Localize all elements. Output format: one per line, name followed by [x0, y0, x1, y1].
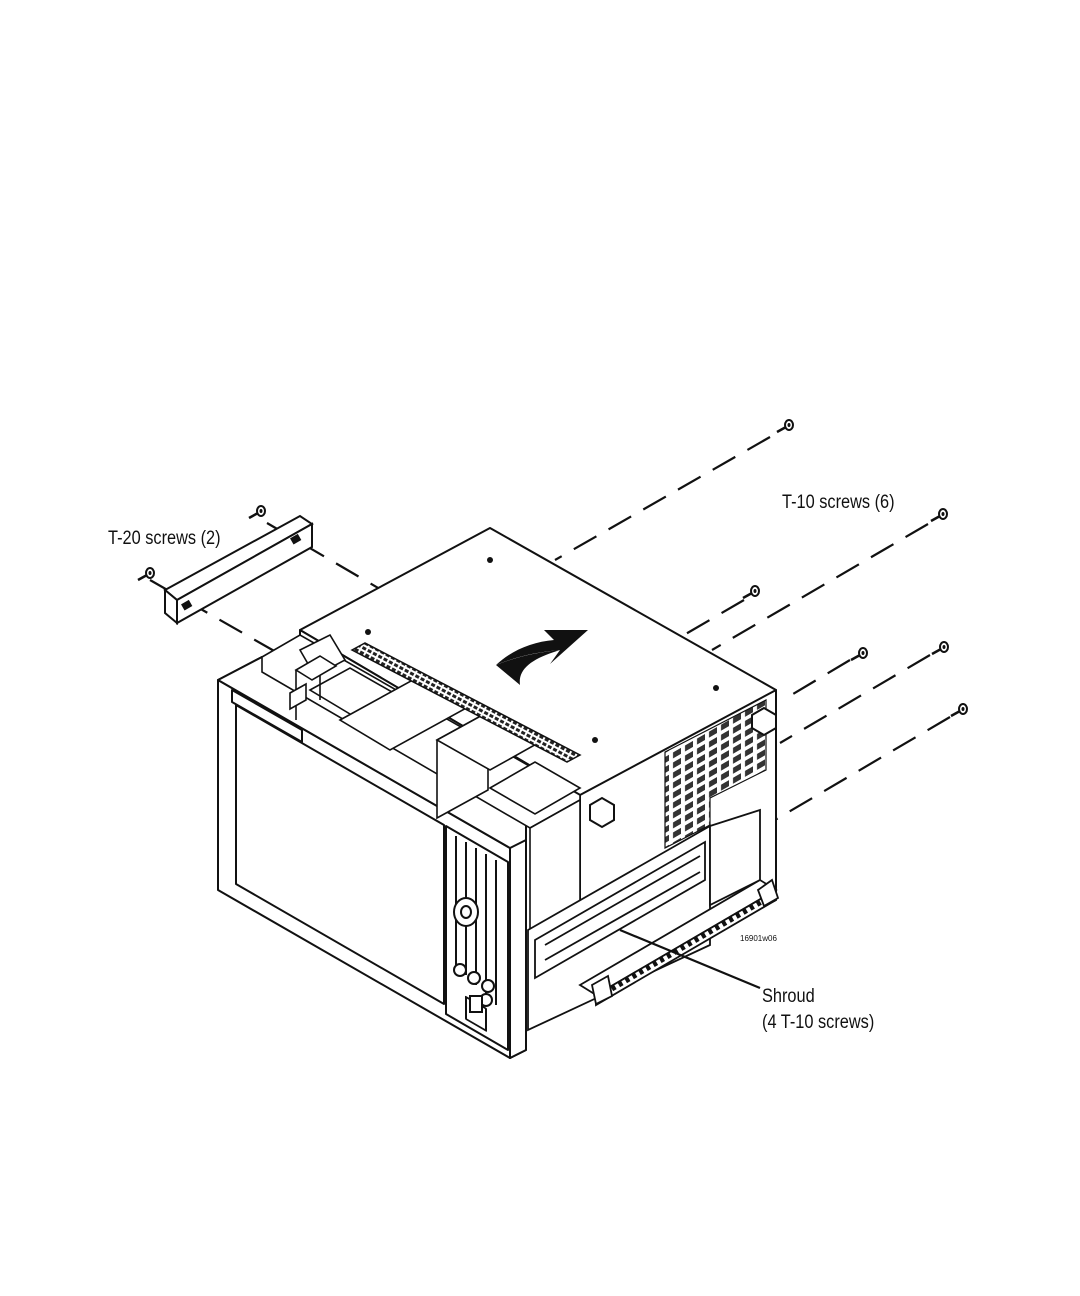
- screw-icon: [777, 420, 793, 432]
- screw-icon: [932, 642, 948, 654]
- screw-icon: [951, 704, 967, 716]
- screw-icon: [743, 586, 759, 598]
- shroud-screws-label: (4 T-10 screws): [762, 1010, 874, 1035]
- screw-icon: [249, 506, 265, 518]
- t10-screw-group: [743, 420, 967, 716]
- figure-reference: 16901w06: [740, 934, 777, 943]
- t10-screws-label: T-10 screws (6): [782, 490, 895, 515]
- screw-icon: [851, 648, 867, 660]
- screw-icon: [138, 568, 154, 580]
- shroud-label: Shroud: [762, 984, 815, 1009]
- t20-screws-label: T-20 screws (2): [108, 526, 221, 551]
- screw-icon: [931, 509, 947, 521]
